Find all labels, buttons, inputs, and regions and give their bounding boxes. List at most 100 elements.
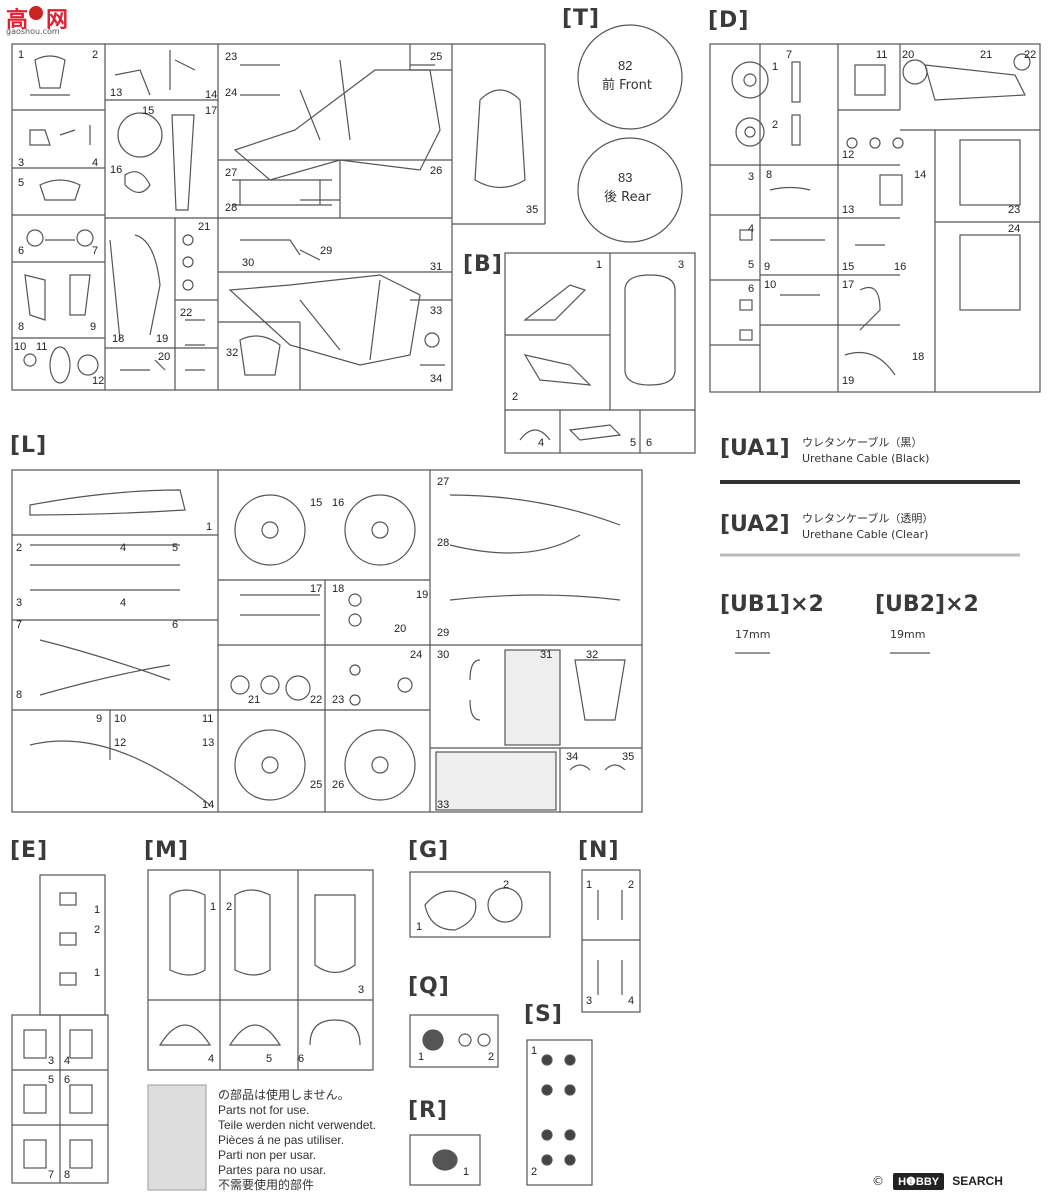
part-number: 2 xyxy=(94,924,101,936)
part-number: 5 xyxy=(172,542,179,554)
part-number: 14 xyxy=(202,799,215,811)
legend-line: 不需要使用的部件 xyxy=(218,1178,315,1192)
ua1-code: [UA1] xyxy=(720,436,790,461)
part-number: 1 xyxy=(206,521,213,533)
part-number: 21 xyxy=(198,221,211,233)
part-number: 31 xyxy=(540,649,553,661)
ua2-code: [UA2] xyxy=(720,512,790,537)
sprue-g-header: [G] xyxy=(408,838,450,863)
part-number: 2 xyxy=(488,1051,495,1063)
ub2-code: [UB2]×2 xyxy=(875,592,979,617)
sprue-b-header: [B] xyxy=(463,252,503,277)
part-number: 1 xyxy=(210,901,217,913)
part-number: 6 xyxy=(18,245,25,257)
sprue-n-header: [N] xyxy=(578,838,620,863)
tire-rear-number: 83 xyxy=(618,170,633,185)
ua1-jp: ウレタンケーブル（黒） xyxy=(802,436,923,449)
watermark-sub: gaoshou.com xyxy=(6,27,60,36)
part-number: 3 xyxy=(358,984,365,996)
part-number: 4 xyxy=(92,157,99,169)
part-number: 4 xyxy=(64,1055,71,1067)
tire-front-label: 前 Front xyxy=(602,78,653,93)
part-number: 17 xyxy=(205,105,218,117)
sprue-s-header: [S] xyxy=(524,1002,563,1027)
part-number: 9 xyxy=(90,321,97,333)
part-number: 6 xyxy=(64,1074,71,1086)
ub2-mult: ×2 xyxy=(945,592,979,617)
part-number: 20 xyxy=(902,49,915,61)
ua1-en: Urethane Cable (Black) xyxy=(802,452,930,465)
part-number: 30 xyxy=(437,649,450,661)
part-number: 9 xyxy=(764,261,771,273)
watermark-char-2: 网 xyxy=(46,8,69,33)
part-number: 6 xyxy=(748,283,755,295)
part-number: 34 xyxy=(566,751,579,763)
legend-line: Teile werden nicht verwendet. xyxy=(218,1118,377,1132)
sprue-d-header: [D] xyxy=(708,8,750,33)
part-number: 7 xyxy=(786,49,793,61)
part-number: 28 xyxy=(225,202,238,214)
ub1-size: 17mm xyxy=(735,628,771,641)
part-number: 4 xyxy=(748,223,755,235)
sprue-main-frame xyxy=(11,43,453,391)
part-number: 12 xyxy=(114,737,127,749)
part-number: 1 xyxy=(416,921,423,933)
part-number: 23 xyxy=(332,694,345,706)
part-number: 32 xyxy=(586,649,599,661)
sprue-e-header: [E] xyxy=(10,838,49,863)
part-number: 6 xyxy=(172,619,179,631)
part-number: 18 xyxy=(332,583,345,595)
hobby-search-watermark: © H❶BBY SEARCH xyxy=(872,1170,1003,1190)
part-number: 14 xyxy=(914,169,927,181)
sprue-m-header: [M] xyxy=(144,838,190,863)
part-number: 5 xyxy=(266,1053,273,1065)
part-number: 4 xyxy=(628,995,635,1007)
ua2-en: Urethane Cable (Clear) xyxy=(802,528,929,541)
part-number: 34 xyxy=(430,373,443,385)
sprue-q-header: [Q] xyxy=(408,974,450,999)
part-number: 30 xyxy=(242,257,255,269)
part-number: 16 xyxy=(332,497,345,509)
part-number: 5 xyxy=(48,1074,55,1086)
part-number: 3 xyxy=(16,597,23,609)
part-number: 3 xyxy=(18,157,25,169)
part-number: 4 xyxy=(538,437,545,449)
part-number: 2 xyxy=(628,879,635,891)
part-number: 9 xyxy=(96,713,103,725)
part-number: 27 xyxy=(225,167,238,179)
ua2-jp: ウレタンケーブル（透明） xyxy=(802,512,934,525)
part-number: 3 xyxy=(586,995,593,1007)
part-number: 3 xyxy=(48,1055,55,1067)
copyright-mark: © xyxy=(872,1174,884,1188)
part-number: 20 xyxy=(394,623,407,635)
part-number: 7 xyxy=(16,619,23,631)
part-number: 13 xyxy=(202,737,215,749)
part-number: 8 xyxy=(16,689,23,701)
part-number: 19 xyxy=(156,333,169,345)
part-number: 3 xyxy=(678,259,685,271)
part-number: 22 xyxy=(1024,49,1037,61)
part-number: 2 xyxy=(16,542,23,554)
part-number: 1 xyxy=(418,1051,425,1063)
part-number: 26 xyxy=(332,779,345,791)
part-number: 12 xyxy=(92,375,105,387)
part-number: 14 xyxy=(205,89,218,101)
part-number: 20 xyxy=(158,351,171,363)
legend-line: Partes para no usar. xyxy=(218,1163,327,1177)
part-number: 8 xyxy=(766,169,773,181)
unused-parts-legend: の部品は使用しません。 Parts not for use. Teile wer… xyxy=(218,1088,408,1193)
ub2-size: 19mm xyxy=(890,628,926,641)
part-number: 25 xyxy=(430,51,443,63)
part-number: 1 xyxy=(18,49,25,61)
part-number: 23 xyxy=(225,51,238,63)
part-number: 5 xyxy=(630,437,637,449)
part-number: 8 xyxy=(18,321,25,333)
legend-line: Parts not for use. xyxy=(218,1103,310,1117)
part-number: 6 xyxy=(646,437,653,449)
part-number: 13 xyxy=(842,204,855,216)
watermark-ball-icon xyxy=(29,6,43,20)
part-number: 15 xyxy=(842,261,855,273)
tire-front-number: 82 xyxy=(618,58,633,73)
part-number: 7 xyxy=(48,1169,55,1181)
part-number: 21 xyxy=(248,694,261,706)
